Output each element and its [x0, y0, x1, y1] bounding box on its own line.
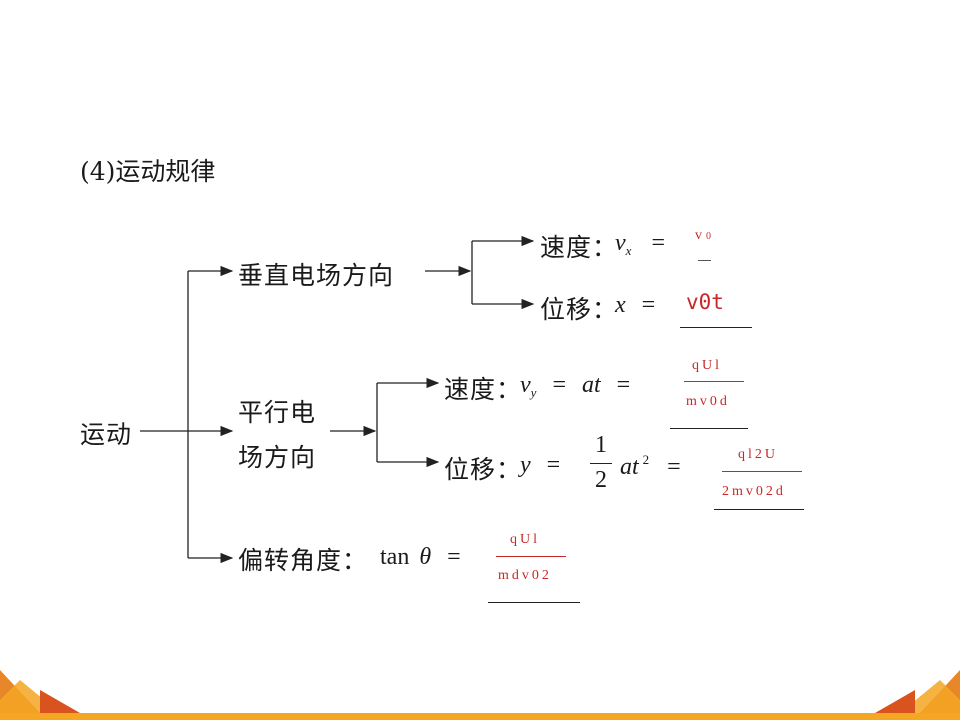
perp-vx-formula: vx =	[615, 230, 665, 259]
par-displacement-label: 位移	[444, 455, 497, 484]
y-equals-1: =	[546, 452, 561, 478]
perp-x-formula: x =	[615, 292, 655, 319]
y-answer-numerator: ql2U	[738, 447, 778, 462]
angle-label: 偏转角度	[238, 546, 343, 575]
x-symbol: x	[615, 292, 626, 318]
section-heading: (4)运动规律	[80, 157, 216, 186]
x-answer-line	[680, 327, 752, 328]
perp-speed-row: 速度：	[540, 228, 618, 264]
y-answer-denominator: 2mv02d	[722, 484, 786, 499]
angle-answer-fraction-bar	[496, 556, 566, 557]
perp-displacement-row: 位移：	[540, 290, 618, 326]
vy-at: at	[581, 372, 601, 398]
branch-deflection-angle: 偏转角度：	[238, 541, 368, 577]
theta-symbol: θ	[419, 544, 432, 570]
angle-answer-numerator: qUl	[510, 532, 540, 547]
angle-answer-line	[488, 602, 580, 603]
perp-speed-label: 速度	[540, 233, 593, 262]
angle-formula: tan θ =	[380, 544, 461, 571]
vx-answer-v: v	[695, 228, 702, 243]
vy-subscript: y	[530, 385, 537, 400]
y-at-exponent: 2	[642, 452, 650, 467]
half-numerator: 1	[595, 432, 607, 458]
branch-parallel-line1: 平行电	[238, 398, 317, 427]
tan-label: tan	[380, 544, 410, 570]
root-node-motion: 运动	[80, 420, 133, 449]
y-symbol: y	[520, 452, 531, 478]
angle-equals: =	[447, 544, 461, 570]
par-speed-label: 速度	[444, 375, 497, 404]
vx-answer-line	[698, 260, 711, 261]
half-denominator: 2	[595, 467, 607, 493]
angle-colon: ：	[342, 546, 369, 575]
perp-displacement-colon: ：	[592, 295, 619, 324]
par-vy-formula: vy = at =	[520, 372, 630, 401]
par-speed-colon: ：	[496, 375, 523, 404]
x-equals: =	[641, 292, 656, 318]
vx-symbol: v	[615, 230, 626, 256]
par-displacement-row: 位移：	[444, 450, 522, 486]
par-y-formula: y =	[520, 452, 560, 479]
half-fraction-bar	[590, 463, 612, 464]
vy-equals-1: =	[552, 372, 566, 398]
y-equals-2: =	[667, 454, 681, 480]
vy-answer-denominator: mv0d	[686, 394, 730, 409]
vx-equals: =	[651, 230, 665, 256]
vy-answer-line	[670, 428, 748, 429]
x-answer: v0t	[686, 290, 724, 314]
y-answer-fraction-bar	[722, 471, 802, 472]
perp-displacement-label: 位移	[540, 295, 593, 324]
y-at: at	[620, 454, 639, 480]
branch-perpendicular: 垂直电场方向	[238, 261, 395, 290]
branch-parallel-line2: 场方向	[238, 443, 317, 472]
par-speed-row: 速度：	[444, 370, 522, 406]
vx-subscript: x	[625, 243, 632, 258]
vy-answer-fraction-bar	[684, 381, 744, 382]
vy-symbol: v	[520, 372, 531, 398]
angle-answer-denominator: mdv02	[498, 568, 552, 583]
perp-speed-colon: ：	[592, 233, 619, 262]
vy-equals-2: =	[616, 372, 631, 398]
par-displacement-colon: ：	[496, 455, 523, 484]
vy-answer-numerator: qUl	[692, 358, 722, 373]
y-answer-line	[714, 509, 804, 510]
vx-answer-sub: 0	[706, 231, 711, 242]
